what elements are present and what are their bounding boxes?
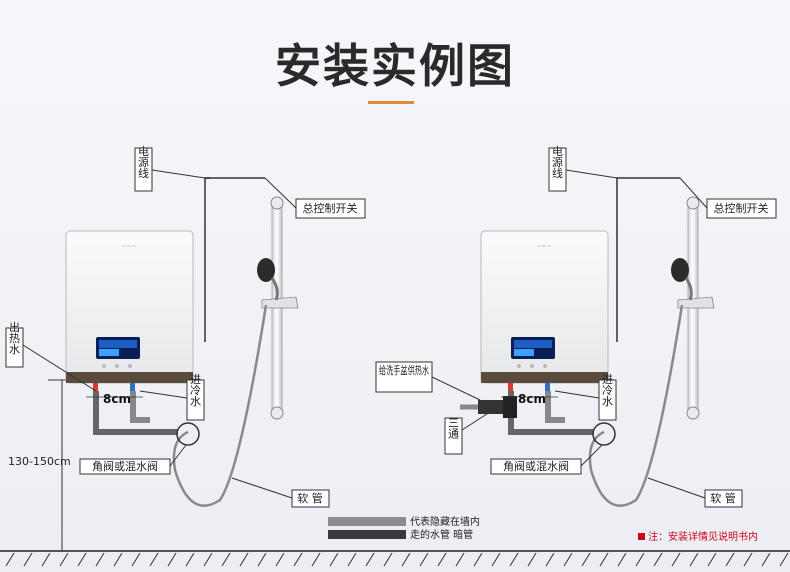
hot-out-callout: 出热水	[5, 320, 97, 392]
cold-in-callout-right: 进冷水	[554, 373, 617, 421]
main-switch-callout-right: 总控制开关	[679, 177, 777, 219]
svg-text:出热水: 出热水	[8, 320, 21, 354]
basin-supply-callout: 给洗手盆供热水	[375, 361, 481, 401]
svg-text:进冷水: 进冷水	[189, 373, 202, 406]
shower-rail-right	[677, 196, 715, 420]
svg-text:电源线: 电源线	[137, 145, 150, 178]
power-line-callout: 电源线	[134, 145, 206, 192]
svg-text:角阀或混水阀: 角阀或混水阀	[92, 459, 158, 473]
power-line-callout-right: 电源线	[548, 145, 618, 192]
title-underline	[368, 101, 414, 104]
power-wire	[204, 177, 210, 342]
angle-valve-callout-right: 角阀或混水阀	[490, 444, 603, 475]
water-heater-right: ~~~	[480, 230, 609, 391]
hidden-pipes	[93, 391, 178, 435]
svg-text:总控制开关: 总控制开关	[714, 201, 769, 215]
legend-swatch-hidden	[328, 517, 406, 526]
hidden-pipes-right	[460, 391, 594, 435]
tee-callout: 三通	[444, 411, 491, 455]
shower-hose	[172, 304, 268, 507]
svg-text:~~~: ~~~	[121, 243, 136, 250]
angle-valve-right	[592, 422, 616, 446]
left-install: ~~~ 8cm 电源线	[5, 145, 366, 508]
svg-text:电源线: 电源线	[551, 145, 564, 178]
svg-text:~~~: ~~~	[536, 243, 551, 250]
hose-callout-right: 软 管	[647, 477, 743, 508]
cold-in-callout: 进冷水	[139, 373, 205, 421]
svg-text:角阀或混水阀: 角阀或混水阀	[503, 459, 569, 473]
svg-text:软 管: 软 管	[710, 491, 736, 505]
tee-fitting	[478, 400, 508, 414]
main-switch-callout: 总控制开关	[264, 177, 366, 219]
shower-head-right	[671, 258, 693, 301]
hose-callout: 软 管	[231, 477, 330, 508]
height-label: 130-150cm	[8, 455, 71, 468]
svg-text:给洗手盆供热水: 给洗手盆供热水	[379, 363, 429, 377]
shower-head	[257, 258, 279, 301]
svg-text:软 管: 软 管	[297, 491, 323, 505]
note-text: 注：安装详情见说明书内	[648, 530, 758, 543]
legend-hidden-text: 代表隐藏在墙内	[410, 515, 480, 528]
shower-hose-right	[588, 304, 684, 507]
angle-valve	[176, 422, 200, 446]
power-wire-right	[616, 177, 680, 342]
svg-text:进冷水: 进冷水	[601, 373, 614, 406]
right-install: ~~~ 8cm 电源线	[375, 145, 777, 508]
svg-text:三通: 三通	[447, 417, 460, 439]
legend-swatch-exposed	[328, 530, 406, 539]
distance-label-right: 8cm	[518, 392, 546, 406]
angle-valve-callout: 角阀或混水阀	[79, 444, 187, 475]
legend: 代表隐藏在墙内 走的水管 暗管	[328, 515, 480, 541]
shower-rail	[261, 196, 299, 420]
water-heater: ~~~	[65, 230, 194, 391]
distance-label: 8cm	[103, 392, 131, 406]
legend-exposed-text: 走的水管 暗管	[410, 528, 473, 541]
svg-text:总控制开关: 总控制开关	[303, 201, 358, 215]
floor-ground	[0, 550, 790, 567]
install-note: 注：安装详情见说明书内	[638, 530, 758, 543]
page-title: 安装实例图	[275, 39, 515, 93]
